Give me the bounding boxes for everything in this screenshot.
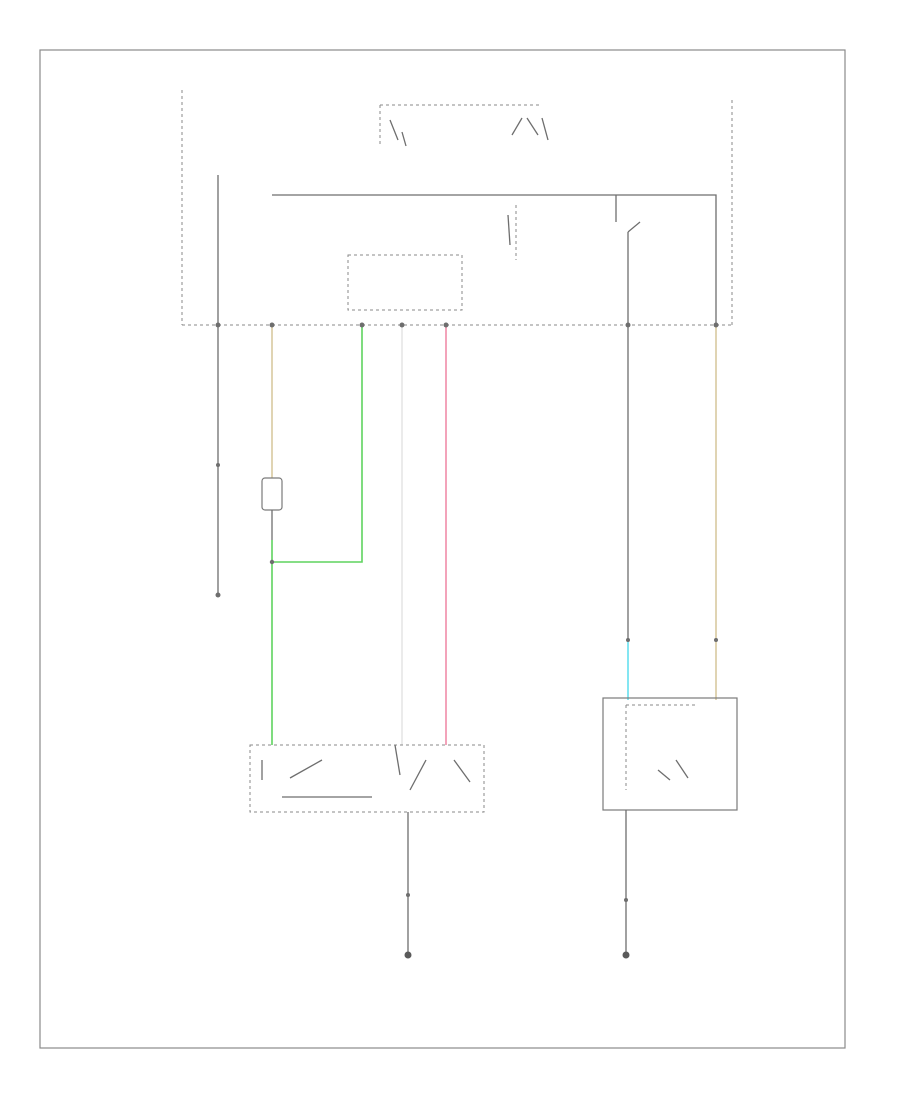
lower-right-output-node bbox=[624, 898, 628, 902]
lower-right-module bbox=[602, 697, 738, 811]
ground-right bbox=[622, 951, 630, 959]
bus-node-1 bbox=[215, 322, 221, 328]
right-relay-switch bbox=[615, 195, 641, 325]
bus-node-3 bbox=[359, 322, 365, 328]
green-wire bbox=[271, 325, 363, 745]
bus-node-5 bbox=[443, 322, 449, 328]
ground-left bbox=[404, 951, 412, 959]
left-ground-node bbox=[215, 592, 221, 598]
bus-node-6 bbox=[625, 322, 631, 328]
upper-wire bbox=[272, 194, 717, 325]
module-box bbox=[347, 254, 463, 311]
upper-switch bbox=[507, 205, 517, 260]
diagram-frame bbox=[39, 49, 846, 1049]
left-wire-node bbox=[216, 463, 220, 467]
top-left-switch bbox=[379, 104, 540, 147]
lower-left-output-node bbox=[406, 893, 410, 897]
tan-right-node bbox=[714, 638, 718, 642]
resistor-component bbox=[261, 477, 283, 511]
bus-node-4 bbox=[399, 322, 405, 328]
top-mid-switch bbox=[511, 117, 549, 141]
bus-node-2 bbox=[269, 322, 275, 328]
lower-left-switches bbox=[261, 744, 471, 798]
cyan-node bbox=[626, 638, 630, 642]
bus-node-7 bbox=[713, 322, 719, 328]
lower-right-module-internals bbox=[625, 704, 698, 790]
lower-left-switch-box bbox=[249, 744, 485, 813]
green-junction bbox=[269, 559, 275, 565]
